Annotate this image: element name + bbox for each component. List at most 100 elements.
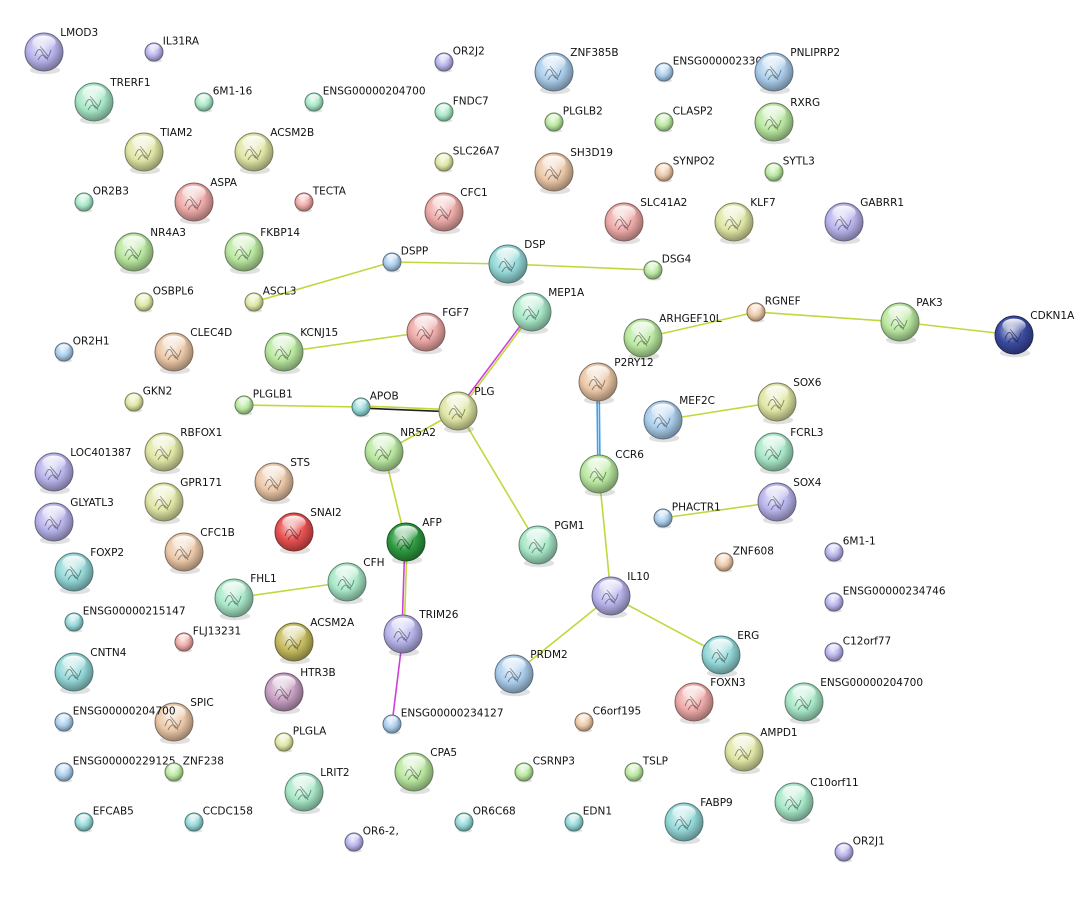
node-ERG[interactable]: ERG (701, 630, 759, 678)
node-ENSG00000215147[interactable]: ENSG00000215147 (64, 605, 186, 633)
node-MEF2C[interactable]: MEF2C (643, 395, 715, 443)
node-OR6-2,[interactable]: OR6-2, (344, 825, 399, 853)
node-LRIT2[interactable]: LRIT2 (284, 767, 350, 815)
node-DSP[interactable]: DSP (488, 239, 545, 287)
node-SYNPO2[interactable]: SYNPO2 (654, 155, 715, 183)
node-PRDM2[interactable]: PRDM2 (494, 649, 568, 697)
node-ZNF385B[interactable]: ZNF385B (534, 47, 619, 95)
node-EFCAB5[interactable]: EFCAB5 (74, 805, 134, 833)
node-SOX4[interactable]: SOX4 (757, 477, 822, 525)
node-ZNF608[interactable]: ZNF608 (714, 545, 774, 573)
node-CSRNP3[interactable]: CSRNP3 (514, 755, 575, 783)
node-STS[interactable]: STS (254, 457, 310, 505)
node-ZNF238[interactable]: ZNF238 (164, 755, 224, 783)
node-PNLIPRP2[interactable]: PNLIPRP2 (754, 47, 840, 95)
node-ACSM2A[interactable]: ACSM2A (274, 617, 355, 665)
node-NR5A2[interactable]: NR5A2 (364, 427, 436, 475)
node-ENSG00000229125[interactable]: ENSG00000229125 (54, 755, 176, 783)
node-SLC26A7[interactable]: SLC26A7 (434, 145, 500, 173)
node-FCRL3[interactable]: FCRL3 (754, 427, 823, 475)
node-CNTN4[interactable]: CNTN4 (54, 647, 127, 695)
node-TECTA[interactable]: TECTA (294, 185, 347, 213)
node-ENSG00000233054[interactable]: ENSG00000233054 (654, 55, 776, 83)
node-ASCL3[interactable]: ASCL3 (244, 285, 296, 313)
node-PAK3[interactable]: PAK3 (880, 297, 943, 345)
node-ENSG00000204700a[interactable]: ENSG00000204700 (304, 85, 426, 113)
node-TIAM2[interactable]: TIAM2 (124, 127, 193, 175)
node-6M1-1[interactable]: 6M1-1 (824, 535, 876, 563)
node-GABRR1[interactable]: GABRR1 (824, 197, 904, 245)
node-FABP9[interactable]: FABP9 (664, 797, 733, 845)
node-ASPA[interactable]: ASPA (174, 177, 238, 225)
node-RGNEF[interactable]: RGNEF (746, 295, 801, 323)
node-OSBPL6[interactable]: OSBPL6 (134, 285, 194, 313)
node-SPIC[interactable]: SPIC (154, 697, 214, 745)
node-CFC1[interactable]: CFC1 (424, 187, 488, 235)
node-GPR171[interactable]: GPR171 (144, 477, 222, 525)
node-SOX6[interactable]: SOX6 (757, 377, 822, 425)
node-TSLP[interactable]: TSLP (624, 755, 668, 783)
node-MEP1A[interactable]: MEP1A (512, 287, 585, 335)
node-C6orf195[interactable]: C6orf195 (574, 705, 641, 733)
node-ENSG00000234127[interactable]: ENSG00000234127 (382, 707, 504, 735)
node-NR4A3[interactable]: NR4A3 (114, 227, 186, 275)
node-DSG4[interactable]: DSG4 (643, 253, 692, 281)
node-DSPP[interactable]: DSPP (382, 245, 428, 273)
node-6M1-16[interactable]: 6M1-16 (194, 85, 253, 113)
node-FKBP14[interactable]: FKBP14 (224, 227, 300, 275)
node-OR2J2[interactable]: OR2J2 (434, 45, 485, 73)
node-RBFOX1[interactable]: RBFOX1 (144, 427, 222, 475)
node-CFH[interactable]: CFH (327, 557, 385, 605)
node-P2RY12[interactable]: P2RY12 (578, 357, 654, 405)
node-FOXN3[interactable]: FOXN3 (674, 677, 746, 725)
node-RXRG[interactable]: RXRG (754, 97, 820, 145)
node-PLG[interactable]: PLG (438, 386, 495, 434)
node-CPA5[interactable]: CPA5 (394, 747, 457, 795)
node-SH3D19[interactable]: SH3D19 (534, 147, 613, 195)
node-CCR6[interactable]: CCR6 (579, 449, 644, 497)
node-APOB[interactable]: APOB (351, 390, 399, 418)
node-LOC401387[interactable]: LOC401387 (34, 447, 131, 495)
node-OR2J1[interactable]: OR2J1 (834, 835, 885, 863)
node-FLJ13231[interactable]: FLJ13231 (174, 625, 241, 653)
node-IL10[interactable]: IL10 (591, 571, 650, 619)
node-OR2B3[interactable]: OR2B3 (74, 185, 129, 213)
node-SLC41A2[interactable]: SLC41A2 (604, 197, 687, 245)
node-ENSG00000204700c[interactable]: ENSG00000204700 (54, 705, 176, 733)
node-GLYATL3[interactable]: GLYATL3 (34, 497, 114, 545)
node-ENSG00000234746[interactable]: ENSG00000234746 (824, 585, 946, 613)
node-PLGLA[interactable]: PLGLA (274, 725, 327, 753)
node-PLGLB2[interactable]: PLGLB2 (544, 105, 603, 133)
node-ACSM2B[interactable]: ACSM2B (234, 127, 314, 175)
node-FNDC7[interactable]: FNDC7 (434, 95, 489, 123)
node-AFP[interactable]: AFP (386, 517, 442, 565)
node-CLEC4D[interactable]: CLEC4D (154, 327, 232, 375)
node-TRERF1[interactable]: TRERF1 (74, 77, 151, 125)
node-OR6C68[interactable]: OR6C68 (454, 805, 516, 833)
node-SYTL3[interactable]: SYTL3 (764, 155, 815, 183)
node-ENSG00000204700b[interactable]: ENSG00000204700 (784, 677, 923, 725)
node-PGM1[interactable]: PGM1 (518, 520, 584, 568)
node-AMPD1[interactable]: AMPD1 (724, 727, 798, 775)
node-CCDC158[interactable]: CCDC158 (184, 805, 253, 833)
node-IL31RA[interactable]: IL31RA (144, 35, 200, 63)
node-C10orf11[interactable]: C10orf11 (774, 777, 859, 825)
node-CDKN1A[interactable]: CDKN1A (994, 310, 1075, 358)
node-CLASP2[interactable]: CLASP2 (654, 105, 713, 133)
node-GKN2[interactable]: GKN2 (124, 385, 172, 413)
node-FOXP2[interactable]: FOXP2 (54, 547, 124, 595)
node-PLGLB1[interactable]: PLGLB1 (234, 388, 293, 416)
node-LMOD3[interactable]: LMOD3 (24, 27, 98, 75)
node-CFC1B[interactable]: CFC1B (164, 527, 235, 575)
node-KLF7[interactable]: KLF7 (714, 197, 776, 245)
node-C12orf77[interactable]: C12orf77 (824, 635, 891, 663)
node-TRIM26[interactable]: TRIM26 (383, 609, 459, 657)
node-EDN1[interactable]: EDN1 (564, 805, 612, 833)
node-SNAI2[interactable]: SNAI2 (274, 507, 342, 555)
node-OR2H1[interactable]: OR2H1 (54, 335, 110, 363)
node-ARHGEF10L[interactable]: ARHGEF10L (623, 313, 722, 361)
node-FHL1[interactable]: FHL1 (214, 573, 277, 621)
node-FGF7[interactable]: FGF7 (406, 307, 469, 355)
node-KCNJ15[interactable]: KCNJ15 (264, 327, 338, 375)
node-PHACTR1[interactable]: PHACTR1 (653, 501, 721, 529)
